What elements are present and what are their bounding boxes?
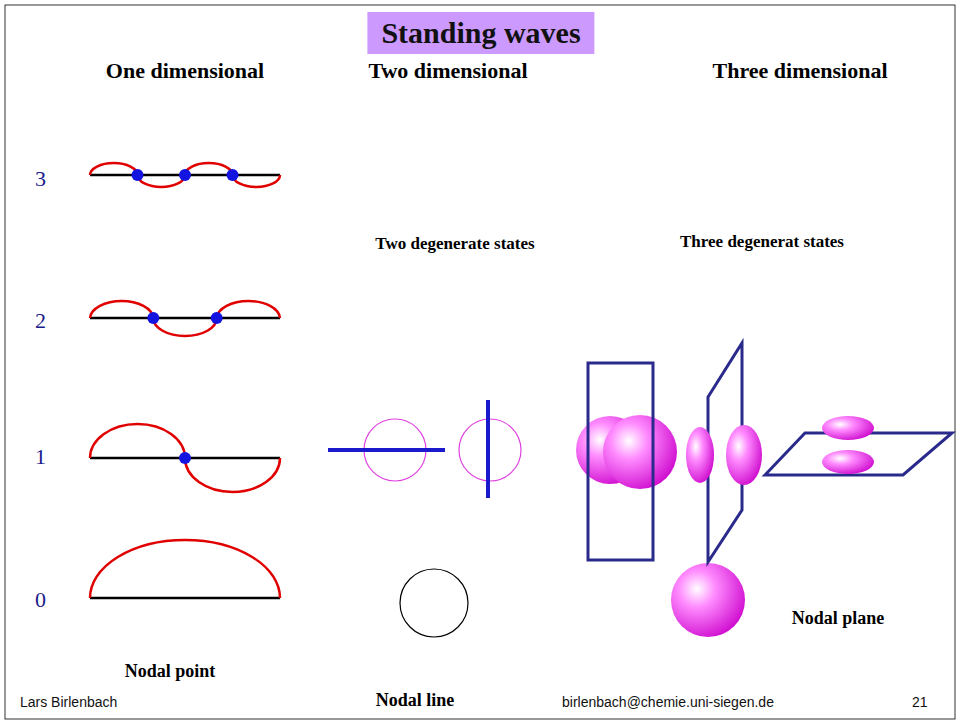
nodal-plane [765,433,952,475]
degeneracy-note: Three degenerat states [680,232,844,252]
slide-title: Standing waves [367,12,594,54]
column-heading: Two dimensional [368,58,527,83]
p-orbital-z [765,416,952,475]
column-heading: Three dimensional [712,58,887,83]
orbital-lobe [822,450,874,474]
orbital-lobe [726,425,762,485]
nodal-dot [179,169,191,181]
nodal-dot [179,452,191,464]
wave-curve [90,540,280,598]
baseline [90,317,280,320]
orbital-lobe [603,415,677,489]
membrane-circle [400,569,468,637]
wave-curve [90,163,280,187]
orbital-lobe [686,427,714,483]
quantum-number: 2 [35,308,46,333]
node-type-label: Nodal point [125,661,216,682]
nodal-dot [211,312,223,324]
baseline [90,597,280,600]
quantum-number: 3 [35,166,46,191]
wave-n3 [90,163,280,187]
quantum-number: 1 [35,444,46,469]
wave-curve [90,301,280,336]
degeneracy-note: Two degenerate states [375,234,534,254]
author-email: birlenbach@chemie.uni-siegen.de [562,694,774,710]
nodal-dot [227,169,239,181]
p-orbital-x [576,363,677,560]
nodal-dot [132,169,144,181]
quantum-number: 0 [35,587,46,612]
page-number: 21 [912,694,928,710]
wave-n2 [90,301,280,336]
slide-border [5,5,955,719]
wave-n1 [90,424,280,492]
p-orbital-y [686,343,762,562]
wave-curve [90,424,280,492]
author-name: Lars Birlenbach [20,694,117,710]
wave-n0 [90,540,280,598]
nodal-line [486,400,490,498]
s-orbital [671,563,745,637]
nodal-dot [147,312,159,324]
node-type-label: Nodal line [376,690,455,711]
nodal-line [328,448,445,452]
column-heading: One dimensional [106,58,264,83]
node-type-label: Nodal plane [792,608,885,629]
orbital-lobe [822,416,874,440]
nodal-plane [588,363,653,560]
